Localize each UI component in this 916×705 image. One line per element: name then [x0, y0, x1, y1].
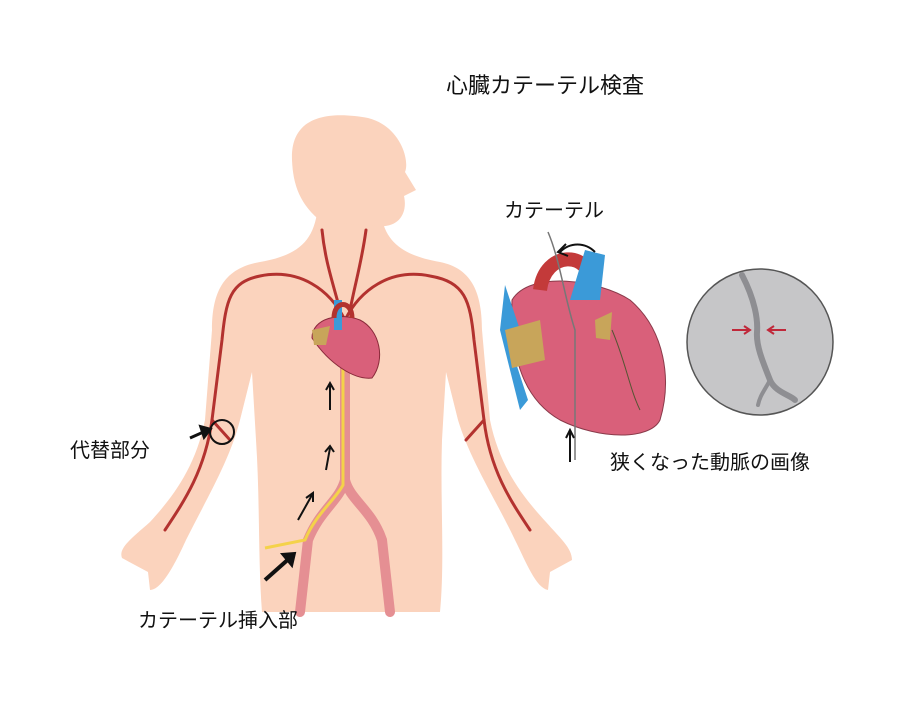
alternative-site-marker — [209, 419, 235, 445]
alternative-site-label: 代替部分 — [70, 438, 150, 462]
large-heart — [500, 231, 666, 462]
page-title: 心臓カテーテル検査 — [446, 74, 645, 99]
insertion-site-label: カテーテル挿入部 — [138, 608, 298, 632]
narrowed-artery-image — [686, 268, 834, 416]
narrowed-artery-label: 狭くなった動脈の画像 — [610, 450, 810, 474]
catheter-line — [264, 330, 345, 550]
catheter-label: カテーテル — [504, 198, 604, 222]
head — [291, 115, 416, 227]
flow-arrows — [189, 380, 335, 582]
small-heart — [311, 300, 381, 379]
arteries — [163, 228, 532, 617]
